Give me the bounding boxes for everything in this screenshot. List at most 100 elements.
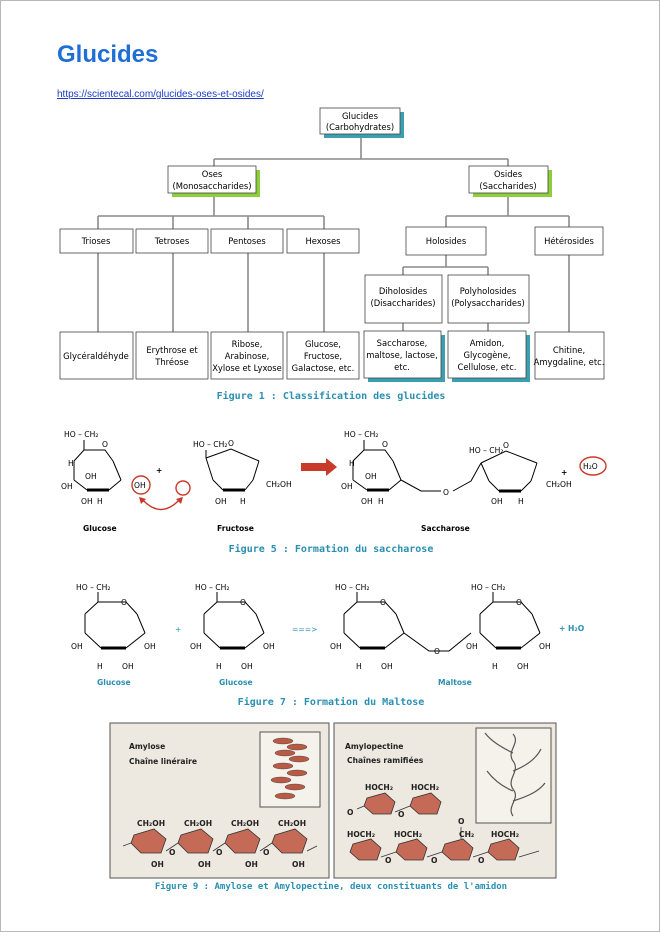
maltose-structure [343, 592, 541, 652]
node-osides: Osides (Saccharides) [468, 165, 552, 197]
svg-text:CH₂OH: CH₂OH [184, 819, 212, 828]
source-link[interactable]: https://scientecal.com/glucides-oses-et-… [57, 89, 264, 100]
svg-text:CH₂OH: CH₂OH [231, 819, 259, 828]
svg-text:H: H [97, 662, 103, 671]
svg-text:O: O [503, 441, 509, 450]
node-pentoses: Pentoses [210, 228, 284, 254]
svg-text:Chaînes ramifiées: Chaînes ramifiées [347, 756, 424, 765]
svg-text:Xylose et Lyxose: Xylose et Lyxose [212, 363, 282, 373]
svg-text:Tetroses: Tetroses [154, 236, 189, 246]
figure5-caption: Figure 5 : Formation du saccharose [228, 544, 434, 555]
svg-text:O: O [431, 856, 438, 865]
svg-text:O: O [169, 848, 176, 857]
water-label: H₂O [583, 462, 598, 471]
node-hexoses: Hexoses [286, 228, 360, 254]
svg-text:Cellulose, etc.: Cellulose, etc. [458, 362, 517, 372]
svg-text:Ribose,: Ribose, [232, 339, 263, 349]
svg-text:O: O [102, 440, 108, 449]
svg-text:OH: OH [292, 860, 305, 869]
svg-text:CH₂: CH₂ [459, 830, 474, 839]
svg-text:Diholosides: Diholosides [379, 286, 427, 296]
svg-text:Fructose,: Fructose, [304, 351, 342, 361]
maltose-formation [84, 592, 541, 652]
svg-text:OH: OH [539, 642, 551, 651]
svg-text:HO – CH₂: HO – CH₂ [469, 446, 503, 455]
svg-text:Glycéraldéhyde: Glycéraldéhyde [63, 351, 129, 361]
examples-tetroses: Erythrose et Thréose [135, 331, 209, 380]
svg-text:OH: OH [144, 642, 156, 651]
plus-sign: + [156, 466, 162, 475]
figure9-caption: Figure 9 : Amylose et Amylopectine, deux… [154, 882, 508, 892]
svg-text:HO – CH₂: HO – CH₂ [76, 583, 110, 592]
svg-text:OH: OH [381, 662, 393, 671]
svg-text:CH₂OH: CH₂OH [278, 819, 306, 828]
page-title: Glucides [57, 41, 159, 68]
svg-text:Amidon,: Amidon, [470, 338, 505, 348]
svg-text:OH: OH [198, 860, 211, 869]
examples-heterosides: Chitine, Amygdaline, etc. [534, 331, 605, 380]
amylose-glucose-rings [130, 828, 308, 854]
saccharose-atom-labels: HO – CH₂ HO – CH₂ HO – CH₂ HO – CH₂ O O … [61, 430, 572, 506]
svg-text:Hexoses: Hexoses [305, 236, 340, 246]
svg-text:HO – CH₂: HO – CH₂ [195, 583, 229, 592]
svg-text:Galactose, etc.: Galactose, etc. [292, 363, 355, 373]
svg-text:O: O [240, 598, 246, 607]
svg-text:Thréose: Thréose [154, 357, 188, 367]
svg-text:HO – CH₂: HO – CH₂ [64, 430, 98, 439]
svg-text:(Monosaccharides): (Monosaccharides) [172, 181, 251, 191]
svg-text:H: H [518, 497, 524, 506]
svg-text:Holosides: Holosides [426, 236, 466, 246]
svg-text:O: O [347, 808, 354, 817]
examples-diholosides: Saccharose, maltose, lactose, etc. [363, 330, 445, 382]
maltose-label: Maltose [438, 678, 472, 687]
svg-text:CH₂OH: CH₂OH [266, 480, 292, 489]
glucose-label: Glucose [83, 524, 117, 533]
helix-icon [270, 737, 310, 800]
condensation-highlights: OH [131, 456, 607, 511]
node-heterosides: Hétérosides [534, 226, 604, 256]
svg-text:HO – CH₂: HO – CH₂ [193, 440, 227, 449]
svg-text:(Disaccharides): (Disaccharides) [370, 298, 435, 308]
reaction-arrow-icon [301, 458, 337, 476]
svg-text:OH: OH [365, 472, 377, 481]
svg-text:OH: OH [190, 642, 202, 651]
svg-text:Arabinose,: Arabinose, [225, 351, 270, 361]
svg-text:Glucides: Glucides [342, 111, 378, 121]
svg-text:OH: OH [215, 497, 227, 506]
examples-hexoses: Glucose, Fructose, Galactose, etc. [286, 331, 360, 380]
amylopectine-panel: Amylopectine Chaînes ramifiées [333, 722, 557, 879]
svg-text:O: O [458, 817, 465, 826]
svg-text:H: H [97, 497, 103, 506]
svg-text:H: H [492, 662, 498, 671]
svg-text:OH: OH [466, 642, 478, 651]
svg-text:CH₂OH: CH₂OH [137, 819, 165, 828]
svg-text:Osides: Osides [494, 169, 522, 179]
svg-text:maltose, lactose,: maltose, lactose, [366, 350, 438, 360]
svg-text:(Saccharides): (Saccharides) [479, 181, 536, 191]
svg-text:O: O [478, 856, 485, 865]
svg-text:OH: OH [71, 642, 83, 651]
svg-text:OH: OH [85, 472, 97, 481]
svg-text:Amylopectine: Amylopectine [345, 742, 403, 751]
svg-text:O: O [516, 598, 522, 607]
svg-text:HO – CH₂: HO – CH₂ [344, 430, 378, 439]
svg-text:(Carbohydrates): (Carbohydrates) [326, 122, 394, 132]
svg-text:OH: OH [517, 662, 529, 671]
svg-text:Glycogène,: Glycogène, [463, 350, 510, 360]
svg-text:O: O [398, 810, 405, 819]
node-diholosides: Diholosides (Disaccharides) [364, 274, 443, 324]
node-trioses: Trioses [59, 228, 134, 254]
classification-diagram: Glucides (Carbohydrates) Oses (Monosacch… [59, 107, 605, 382]
yields-arrow: ===> [292, 625, 317, 634]
svg-text:HO – CH₂: HO – CH₂ [471, 583, 505, 592]
figure7-caption: Figure 7 : Formation du Maltose [237, 697, 425, 708]
svg-text:HOCH₂: HOCH₂ [394, 830, 422, 839]
svg-text:O: O [228, 439, 234, 448]
svg-text:OH: OH [245, 860, 258, 869]
svg-text:OH: OH [341, 482, 353, 491]
svg-text:O: O [385, 856, 392, 865]
svg-text:OH: OH [330, 642, 342, 651]
svg-text:Saccharose,: Saccharose, [377, 338, 428, 348]
